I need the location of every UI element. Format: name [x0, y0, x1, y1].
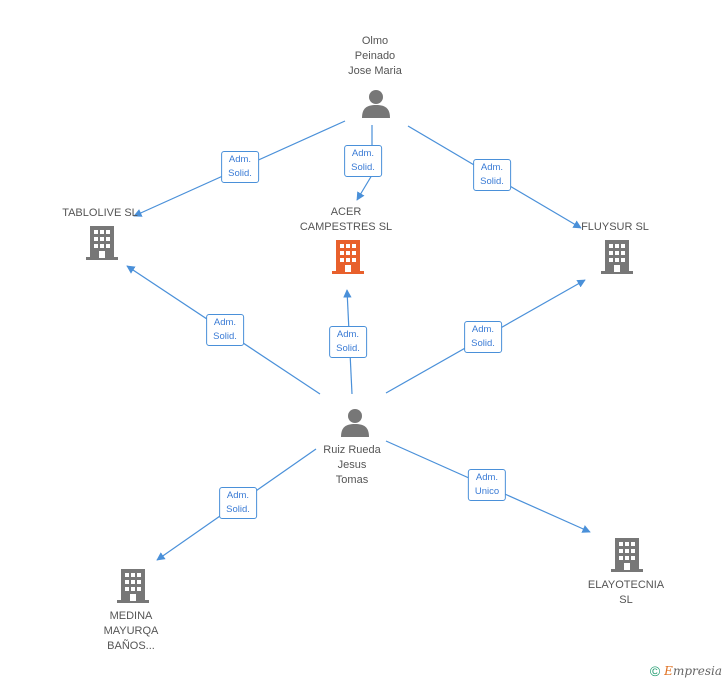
badge-line: Adm.	[228, 154, 252, 165]
role-badge-olmo-fluysur[interactable]: Adm. Solid.	[473, 159, 511, 191]
company-label-fluysur[interactable]: FLUYSUR SL	[581, 220, 649, 235]
brand-logo: Empresia	[664, 664, 722, 678]
company-label-acer[interactable]: ACER CAMPESTRES SL	[300, 205, 392, 235]
badge-line: Solid.	[213, 331, 237, 342]
badge-line: Solid.	[228, 168, 252, 179]
person-label-ruiz[interactable]: Ruiz Rueda Jesus Tomas	[323, 443, 380, 488]
badge-line: Adm.	[475, 472, 499, 483]
badge-line: Adm.	[471, 324, 495, 335]
label-line: MEDINA	[109, 610, 153, 622]
role-badge-ruiz-elayotecnia[interactable]: Adm. Unico	[467, 469, 507, 501]
label-line: Peinado	[354, 50, 396, 62]
label-line: Tomas	[335, 474, 369, 486]
company-label-elayotecnia[interactable]: ELAYOTECNIA SL	[588, 578, 664, 608]
label-line: Jesus	[337, 459, 367, 471]
label-line: SL	[619, 594, 633, 606]
building-icon[interactable]	[86, 226, 118, 260]
brand-rest: mpresia	[672, 664, 722, 678]
label-line: FLUYSUR SL	[581, 221, 649, 233]
building-icon[interactable]	[611, 538, 643, 572]
badge-line: Solid.	[480, 176, 504, 187]
person-icon[interactable]	[361, 89, 391, 119]
label-line: Ruiz Rueda	[323, 444, 381, 456]
badge-line: Unico	[474, 486, 500, 497]
role-badge-ruiz-acer[interactable]: Adm. Solid.	[329, 326, 367, 358]
label-line: ACER	[330, 206, 362, 218]
copyright-icon: ©	[649, 663, 661, 679]
badge-line: Adm.	[226, 490, 250, 501]
brand-initial: E	[664, 664, 673, 678]
role-badge-ruiz-medina[interactable]: Adm. Solid.	[219, 487, 257, 519]
role-badge-ruiz-fluysur[interactable]: Adm. Solid.	[464, 321, 502, 353]
label-line: Olmo	[361, 35, 389, 47]
label-line: CAMPESTRES SL	[299, 221, 393, 233]
label-line: Jose Maria	[348, 65, 402, 77]
label-line: ELAYOTECNIA	[587, 579, 665, 591]
label-line: TABLOLIVE SL	[62, 207, 138, 219]
building-icon[interactable]	[601, 240, 633, 274]
person-label-olmo[interactable]: Olmo Peinado Jose Maria	[348, 34, 402, 79]
label-line: BAÑOS...	[107, 640, 155, 652]
footer-brand[interactable]: © Empresia	[650, 663, 722, 679]
building-icon-main[interactable]	[332, 240, 364, 274]
badge-line: Adm.	[480, 162, 504, 173]
person-icon[interactable]	[340, 408, 370, 438]
label-line: MAYURQA	[103, 625, 159, 637]
company-label-medina[interactable]: MEDINA MAYURQA BAÑOS...	[104, 609, 159, 654]
badge-line: Solid.	[226, 504, 250, 515]
badge-line: Adm.	[351, 148, 375, 159]
role-badge-ruiz-tablolive[interactable]: Adm. Solid.	[206, 314, 244, 346]
badge-line: Solid.	[351, 162, 375, 173]
badge-line: Solid.	[471, 338, 495, 349]
role-badge-olmo-tablolive[interactable]: Adm. Solid.	[221, 151, 259, 183]
building-icon[interactable]	[117, 569, 149, 603]
badge-line: Adm.	[213, 317, 237, 328]
role-badge-olmo-acer[interactable]: Adm. Solid.	[344, 145, 382, 177]
company-label-tablolive[interactable]: TABLOLIVE SL	[62, 206, 138, 221]
badge-line: Adm.	[336, 329, 360, 340]
badge-line: Solid.	[336, 343, 360, 354]
